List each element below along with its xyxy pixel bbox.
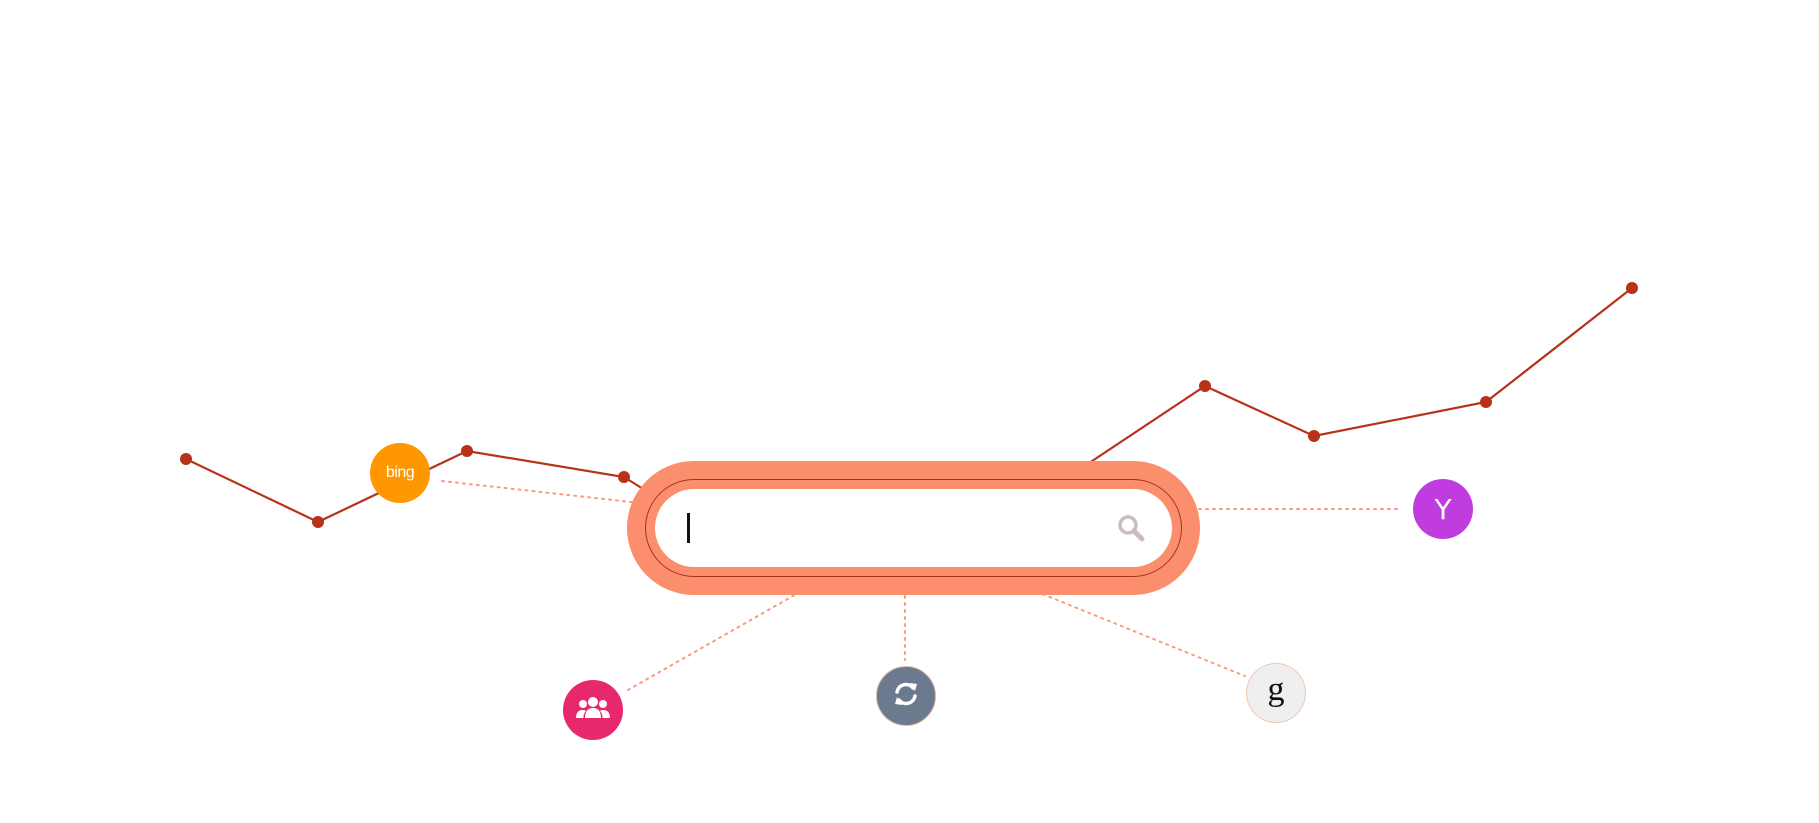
bing-button[interactable]: bing: [370, 443, 430, 503]
search-field[interactable]: [655, 489, 1172, 567]
search-icon[interactable]: [1114, 511, 1148, 545]
yahoo-button[interactable]: Y: [1413, 479, 1473, 539]
trend-line-right: [1030, 286, 1634, 491]
trend-point: [1626, 282, 1638, 294]
trend-point: [618, 471, 630, 483]
trend-point: [461, 445, 473, 457]
trend-point: [312, 516, 324, 528]
connector-bing: [441, 480, 641, 504]
text-caret: [687, 513, 690, 543]
search-input[interactable]: [698, 506, 1114, 550]
people-button[interactable]: [563, 680, 623, 740]
people-icon: [575, 696, 611, 725]
refresh-button[interactable]: [876, 666, 936, 726]
search-box-ring: [645, 479, 1182, 577]
google-logo-icon: g: [1267, 671, 1285, 708]
google-button[interactable]: g: [1246, 663, 1306, 723]
trend-point: [1480, 396, 1492, 408]
refresh-icon: [891, 679, 921, 714]
trend-point: [1308, 430, 1320, 442]
bing-logo-icon: bing: [385, 464, 415, 481]
trend-point: [180, 453, 192, 465]
trend-point: [1199, 380, 1211, 392]
yahoo-logo-icon: Y: [1434, 492, 1452, 526]
search-box: [627, 461, 1200, 595]
